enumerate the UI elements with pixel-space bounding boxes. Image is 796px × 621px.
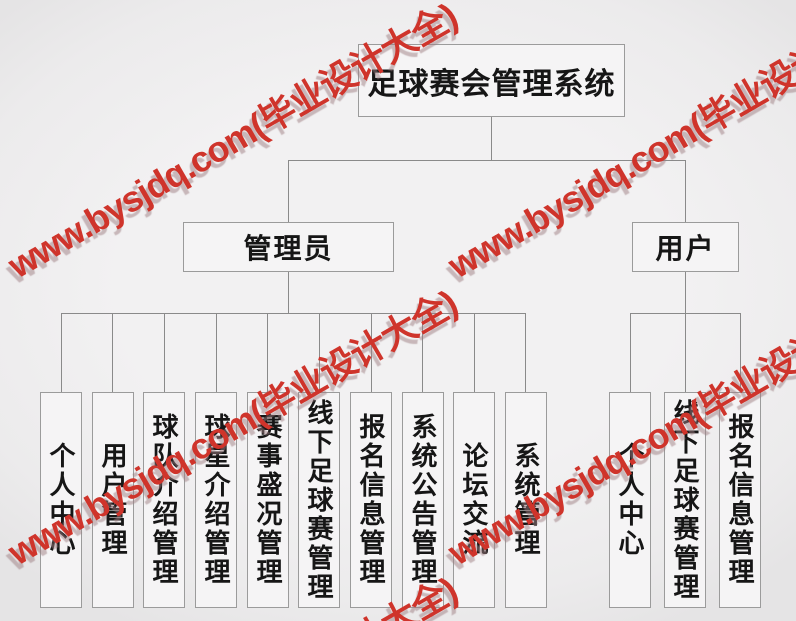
leaf-node: 个人中心 xyxy=(609,392,651,608)
connector-line xyxy=(216,313,217,392)
connector-line xyxy=(61,313,526,314)
leaf-node: 报名信息管理 xyxy=(350,392,392,608)
connector-line xyxy=(685,272,686,313)
connector-line xyxy=(61,313,62,392)
root-node: 足球赛会管理系统 xyxy=(358,44,625,117)
leaf-node: 球星介绍管理 xyxy=(195,392,237,608)
connector-line xyxy=(630,313,631,392)
branch-node-admin: 管理员 xyxy=(183,222,394,272)
branch-node-user: 用户 xyxy=(632,222,739,272)
leaf-node: 赛事盛况管理 xyxy=(247,392,289,608)
connector-line xyxy=(685,160,686,222)
leaf-node: 用户管理 xyxy=(92,392,134,608)
connector-line xyxy=(267,313,268,392)
leaf-node: 系统公告管理 xyxy=(402,392,444,608)
connector-line xyxy=(474,313,475,392)
connector-line xyxy=(112,313,113,392)
leaf-node: 系统管理 xyxy=(505,392,547,608)
connector-line xyxy=(319,313,320,392)
connector-line xyxy=(525,313,526,392)
leaf-node: 线下足球赛管理 xyxy=(298,392,340,608)
leaf-node: 球队介绍管理 xyxy=(143,392,185,608)
connector-line xyxy=(685,313,686,392)
connector-line xyxy=(740,313,741,392)
connector-line xyxy=(288,160,686,161)
connector-line xyxy=(288,272,289,313)
leaf-node: 论坛交流 xyxy=(453,392,495,608)
leaf-node: 线下足球赛管理 xyxy=(664,392,706,608)
connector-line xyxy=(491,117,492,160)
connector-line xyxy=(164,313,165,392)
connector-line xyxy=(288,160,289,222)
connector-line xyxy=(422,313,423,392)
connector-line xyxy=(371,313,372,392)
leaf-node: 个人中心 xyxy=(40,392,82,608)
leaf-node: 报名信息管理 xyxy=(719,392,761,608)
